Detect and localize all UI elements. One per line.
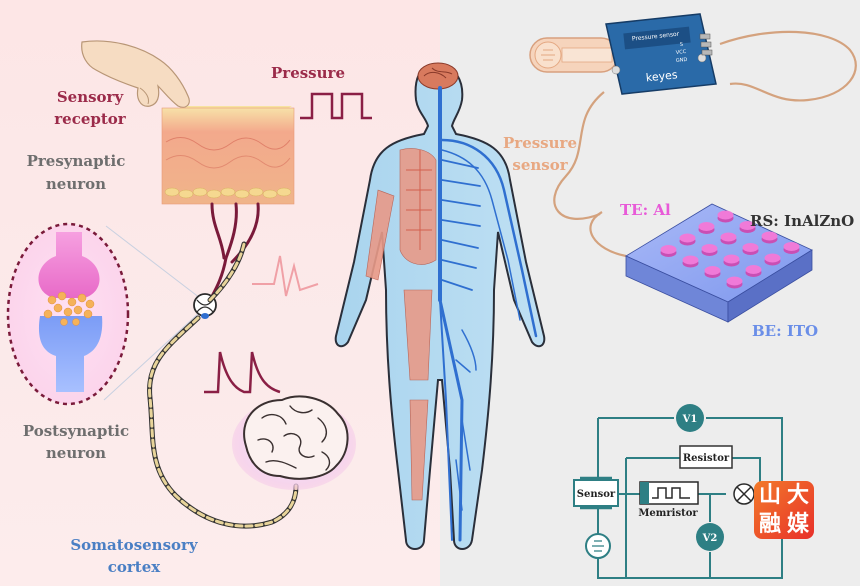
module-brand-label: keyes: [645, 68, 678, 84]
electrode-pad: [783, 242, 800, 251]
electrode-pad: [761, 231, 778, 241]
presynaptic-terminal: [38, 232, 100, 298]
sensor-cable: [553, 30, 857, 258]
electrode-pad: [682, 255, 699, 265]
presynaptic-neuron-label-line2: neuron: [46, 175, 106, 193]
pressure-sensor-module: Pressure sensor keyes S VCC GND: [605, 13, 717, 95]
module-pin-vcc: VCC: [676, 49, 687, 56]
somatosensory-cortex-label-line2: cortex: [108, 558, 162, 576]
electrode-pad: [739, 221, 756, 230]
memristor-label: Memristor: [638, 508, 698, 519]
resistive-switching-layer-label: RS: InAlZnO: [750, 212, 854, 230]
sensory-receptor-label-line2: receptor: [54, 110, 127, 128]
electrode-pad: [742, 243, 759, 252]
sensor-label: Sensor: [577, 489, 616, 500]
sensory-receptor-label: Sensory: [57, 88, 125, 106]
watermark-char-2: 大: [786, 482, 809, 508]
neurotransmitter-vesicles: [43, 291, 95, 326]
synapse-junction-icon: [193, 293, 217, 319]
electrode-pad: [679, 233, 696, 243]
myelinated-axon: [147, 241, 299, 529]
electrode-pad: [704, 266, 721, 275]
pressure-sensor-label: Pressure: [503, 134, 577, 152]
voltmeter-v2: V2: [696, 523, 724, 551]
module-pin-s: S: [680, 42, 684, 48]
voltmeter-v2-label: V2: [702, 533, 718, 544]
memristor-device: [625, 203, 813, 323]
electrode-pad: [723, 254, 740, 264]
module-chip-label: Pressure sensor: [632, 31, 680, 43]
watermark-char-3: 融: [758, 511, 781, 537]
resistor-label: Resistor: [683, 453, 730, 464]
bottom-electrode-label: BE: ITO: [752, 322, 818, 340]
somatosensory-cortex-label: Somatosensory: [70, 536, 199, 554]
voltmeter-v1-label: V1: [682, 414, 698, 425]
top-electrode-pads: [660, 210, 800, 289]
pressure-sensor-strip: [529, 37, 619, 73]
top-electrode-label: TE: Al: [620, 201, 671, 219]
synapse-magnifier: [6, 222, 201, 406]
module-pin-gnd: GND: [676, 57, 688, 64]
electrode-pad: [698, 222, 715, 231]
electrode-pad: [726, 276, 743, 286]
finger-icon: [81, 40, 190, 108]
circuit-diagram: [573, 417, 783, 579]
pressure-sensor-label-line2: sensor: [512, 156, 568, 174]
postsynaptic-neuron-label-line2: neuron: [46, 444, 106, 462]
postsynaptic-terminal: [38, 316, 103, 392]
electrode-pad: [745, 265, 762, 274]
human-nervous-system-figure: [334, 62, 546, 550]
action-potential-waveform: [252, 255, 319, 297]
electrode-pad: [720, 232, 737, 242]
neural-spike-waveform: [204, 351, 281, 394]
pressure-waveform: [300, 92, 372, 120]
brain-icon: [232, 395, 356, 490]
electrode-pad: [660, 245, 677, 254]
skin-block: [161, 106, 295, 205]
electrode-pad: [701, 244, 718, 253]
postsynaptic-neuron-label: Postsynaptic: [23, 422, 129, 440]
electrode-pad: [717, 210, 734, 220]
sensory-nerve-fibers: [208, 202, 260, 302]
watermark-char-1: 山: [758, 482, 781, 508]
watermark-logo: 山大融媒: [754, 481, 814, 539]
electrode-pad: [764, 253, 781, 263]
pressure-label: Pressure: [271, 64, 345, 82]
watermark-char-4: 媒: [786, 511, 809, 537]
presynaptic-neuron-label: Presynaptic: [27, 152, 126, 170]
voltmeter-v1: V1: [676, 404, 704, 432]
